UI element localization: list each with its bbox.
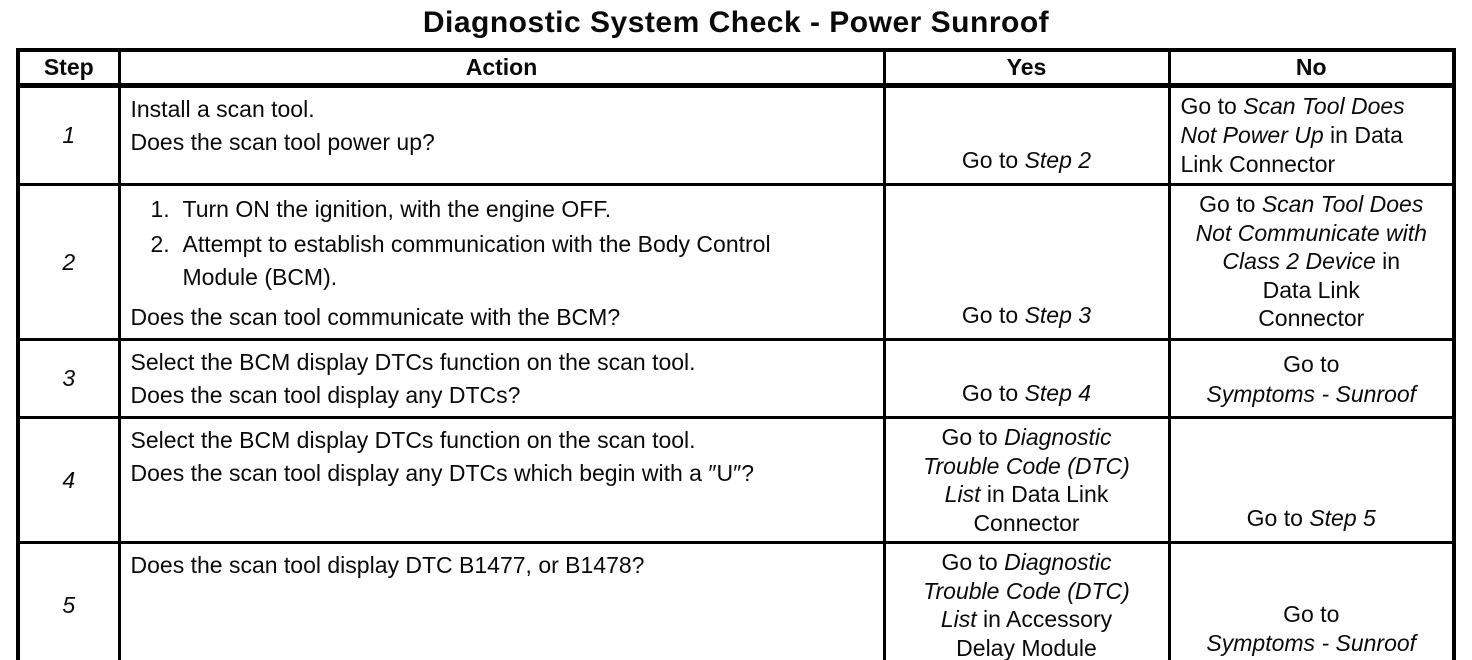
action-question: Does the scan tool power up? xyxy=(130,129,435,155)
column-header-action: Action xyxy=(117,48,886,88)
table-row-step-3: 3 Select the BCM display DTCs function o… xyxy=(16,338,1456,419)
table-row-step-4: 4 Select the BCM display DTCs function o… xyxy=(16,416,1456,544)
action-line: Select the BCM display DTCs function on … xyxy=(130,349,696,375)
action-question: Does the scan tool communicate with the … xyxy=(130,304,621,330)
column-header-no: No xyxy=(1167,48,1456,88)
yes-cell: Go to Step 2 xyxy=(882,84,1171,186)
list-item-line: Module (BCM). xyxy=(182,264,338,290)
action-list-item: 1. Turn ON the ignition, with the engine… xyxy=(131,193,873,226)
yes-cell: Go to Step 4 xyxy=(882,338,1171,419)
action-cell: Does the scan tool display DTC B1477, or… xyxy=(117,541,886,660)
diagnostic-table: Step Action Yes No 1 Install a scan tool… xyxy=(16,48,1456,660)
step-number: 1 xyxy=(16,84,121,186)
action-cell: Install a scan tool. Does the scan tool … xyxy=(117,84,886,186)
list-item-text: Turn ON the ignition, with the engine OF… xyxy=(182,196,612,222)
action-line: Install a scan tool. xyxy=(130,96,315,122)
action-cell: 1. Turn ON the ignition, with the engine… xyxy=(117,183,886,341)
list-item-line: Attempt to establish communication with … xyxy=(182,231,771,257)
table-row-step-2: 2 1. Turn ON the ignition, with the engi… xyxy=(16,183,1456,341)
page-title: Diagnostic System Check - Power Sunroof xyxy=(422,6,1050,39)
step-number: 3 xyxy=(16,338,121,419)
table-row-step-1: 1 Install a scan tool. Does the scan too… xyxy=(16,84,1456,186)
action-question: Does the scan tool display any DTCs whic… xyxy=(130,460,755,486)
action-cell: Select the BCM display DTCs function on … xyxy=(117,338,886,419)
action-question: Does the scan tool display any DTCs? xyxy=(130,382,521,408)
action-list-item: 2. Attempt to establish communication wi… xyxy=(131,228,873,294)
list-item-number: 2. xyxy=(150,231,170,257)
list-item-text: Attempt to establish communication with … xyxy=(183,228,873,294)
step-number: 2 xyxy=(16,183,121,341)
action-cell: Select the BCM display DTCs function on … xyxy=(117,416,886,544)
action-line: Select the BCM display DTCs function on … xyxy=(130,427,696,453)
column-header-step: Step xyxy=(16,48,121,88)
action-question: Does the scan tool display DTC B1477, or… xyxy=(130,552,645,578)
step-number: 5 xyxy=(16,541,121,660)
yes-cell: Go to Step 3 xyxy=(882,183,1171,341)
table-row-step-5: 5 Does the scan tool display DTC B1477, … xyxy=(16,541,1456,660)
no-cell: Go to Step 5 xyxy=(1167,416,1456,544)
column-header-yes: Yes xyxy=(882,48,1171,88)
header-row: Step Action Yes No xyxy=(16,48,1456,88)
list-item-number: 1. xyxy=(150,196,170,222)
step-number: 4 xyxy=(16,416,121,544)
